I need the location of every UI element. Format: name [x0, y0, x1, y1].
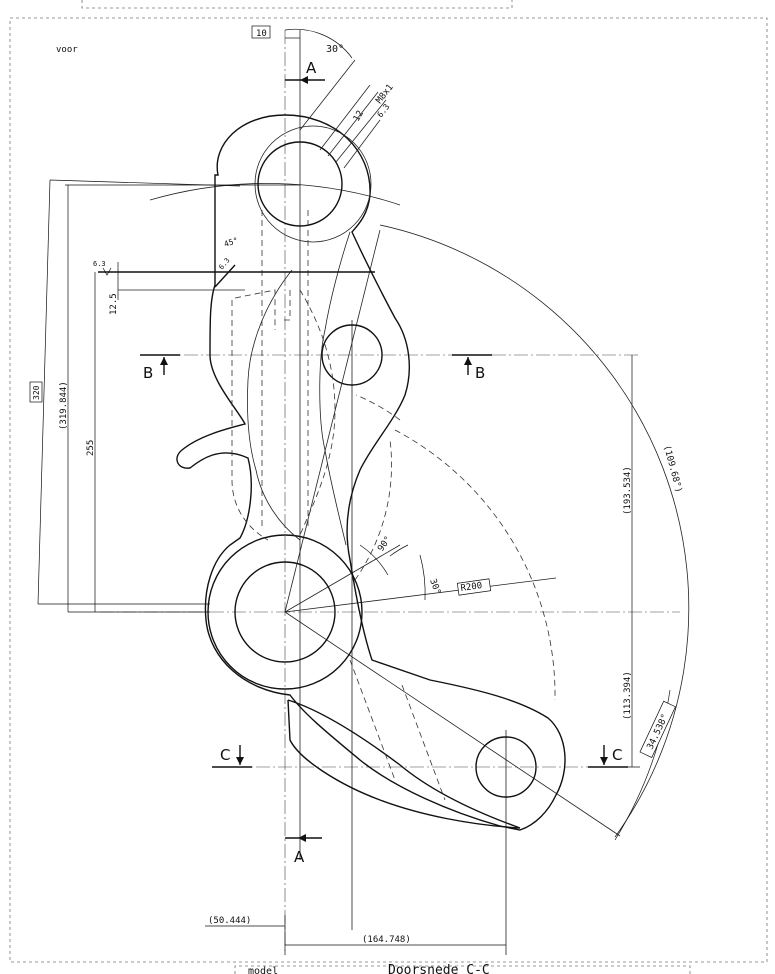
dim-10-label: 10 — [256, 29, 267, 39]
section-a-top-label: A — [306, 59, 317, 77]
top-construction-arc — [149, 182, 401, 206]
angle-ray-30 — [284, 544, 401, 613]
chamfer-45 — [214, 264, 236, 288]
view-label: voor — [56, 45, 78, 55]
arc-ray-upper — [284, 229, 381, 613]
angle-90-arc — [389, 544, 409, 557]
dim-320 — [37, 179, 51, 605]
dim-319-label: (319.844) — [59, 381, 69, 430]
dim-193-label: (193.534) — [623, 466, 633, 515]
dim-164-label: (164.748) — [362, 935, 411, 945]
end-hole — [475, 736, 537, 798]
section-a-bottom-label: A — [294, 848, 305, 866]
r300-dashed-arc — [394, 429, 556, 701]
title-block-top — [81, 0, 513, 9]
middle-hole — [321, 324, 383, 386]
section-c-left-label: C — [220, 746, 230, 764]
footer-right-label: Doorsnede C-C — [388, 963, 490, 974]
upper-rib — [247, 269, 301, 541]
section-marker-b-left: B — [140, 354, 180, 382]
arc-length-label: (109.68°) — [661, 444, 683, 494]
angle-30-top-arc — [284, 28, 353, 59]
hidden-slot — [349, 659, 446, 801]
radius-label: R200 — [460, 581, 483, 594]
hidden-pocket-left — [231, 300, 269, 541]
roughness-icon — [102, 267, 112, 276]
hidden-pocket-box — [234, 289, 291, 330]
thread-angle-label: 30° — [326, 44, 344, 55]
part-outline — [176, 114, 566, 831]
angle-90-label: 90° — [376, 535, 394, 554]
upper-rib-right — [319, 231, 351, 546]
thread-sub-label: 6.3 — [375, 102, 391, 119]
hidden-pocket-right — [299, 289, 336, 536]
hidden-bore-lines — [261, 210, 309, 530]
thread-line-2 — [327, 91, 379, 157]
dim-10-box — [251, 25, 271, 39]
footer-left-label: model — [248, 966, 278, 974]
outer-dimension-arc — [379, 224, 690, 838]
thread-axis — [299, 59, 356, 131]
section-b-right-label: B — [475, 364, 485, 382]
thread-spec-label: M8x1 — [374, 83, 395, 106]
upper-hole — [257, 141, 343, 227]
section-marker-a-top: A — [285, 59, 325, 84]
dim-320-label: 320 — [32, 385, 41, 400]
lower-pivot-hole — [234, 561, 336, 663]
section-marker-b-right: B — [452, 354, 492, 382]
radius-leader — [284, 577, 557, 613]
angle-30-lower-arc — [419, 554, 426, 601]
thread-line-1 — [319, 84, 371, 151]
thread-line-4 — [343, 119, 381, 169]
thread-depth-label: 12 — [352, 109, 366, 123]
arc-angle-box — [639, 700, 676, 758]
section-c-right-label: C — [612, 746, 622, 764]
r200-dashed-arc-lower — [354, 394, 401, 581]
end-arm-axis — [284, 611, 621, 837]
dim-320-box — [29, 381, 43, 403]
dim-12-5-label: 12.5 — [109, 293, 119, 315]
dim-50-label: (50.444) — [208, 916, 251, 926]
dim-113-label: (113.394) — [623, 671, 633, 720]
section-marker-a-bottom: A — [285, 834, 322, 866]
dim-255-label: 255 — [86, 440, 96, 456]
roughness-label: 6.3 — [93, 260, 106, 268]
upper-boss-arc — [254, 125, 372, 243]
radius-box — [456, 578, 492, 596]
section-marker-c-right: C — [588, 745, 628, 768]
lower-slot — [287, 699, 521, 829]
angle-90-arc-2 — [359, 544, 389, 576]
chamfer-size-label: 6.3 — [217, 256, 231, 271]
chamfer-angle-label: 45° — [223, 236, 240, 249]
sheet-border — [9, 17, 768, 963]
section-marker-c-left: C — [212, 745, 252, 768]
title-block-bottom — [234, 965, 691, 974]
thread-line-3 — [335, 99, 387, 163]
section-b-left-label: B — [143, 364, 153, 382]
